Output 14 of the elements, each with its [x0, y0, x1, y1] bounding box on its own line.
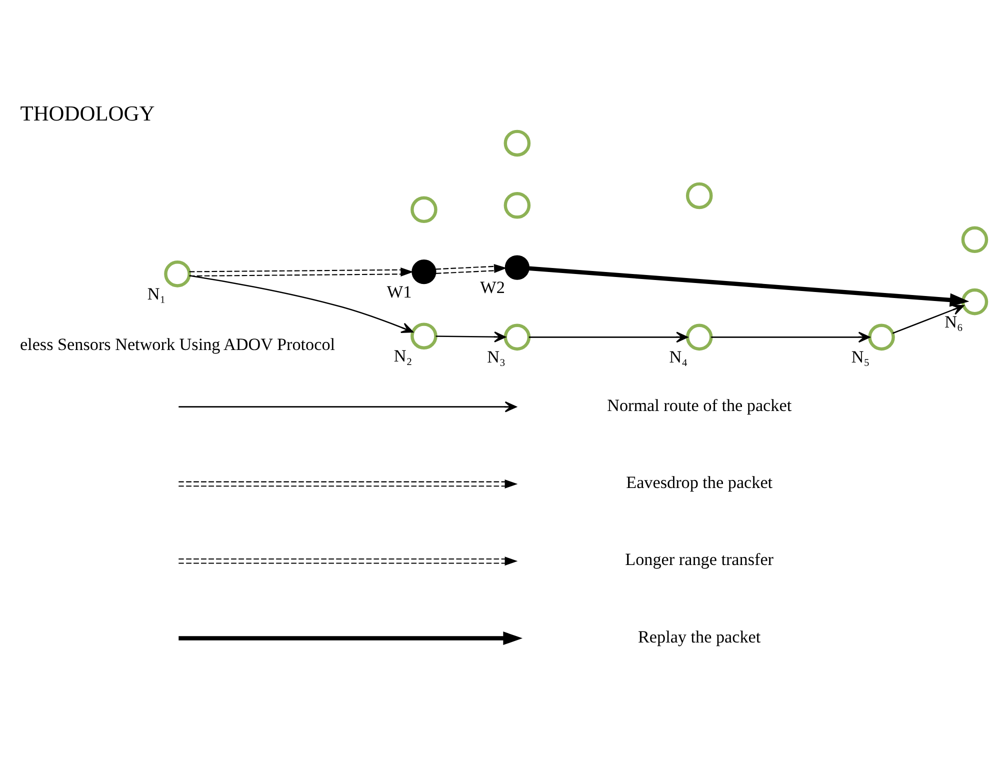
legend-label: Eavesdrop the packet: [626, 473, 773, 492]
node-label: N₃: [487, 348, 506, 367]
node-label: W2: [480, 278, 505, 298]
legend-label: Replay the packet: [638, 627, 761, 646]
node-label: N₅: [851, 348, 870, 367]
legend-label: Normal route of the packet: [607, 396, 792, 415]
node-label: N₆: [944, 312, 964, 332]
legend-label: Longer range transfer: [625, 550, 774, 570]
node-label: N₄: [669, 348, 688, 367]
node-label: W1: [386, 282, 412, 302]
node-label: N₁: [147, 284, 166, 304]
node-label: N₂: [394, 346, 412, 366]
label: eless Sensors Network Using ADOV Protocol: [20, 334, 336, 354]
diagram-title: THODOLOGY: [20, 102, 155, 126]
